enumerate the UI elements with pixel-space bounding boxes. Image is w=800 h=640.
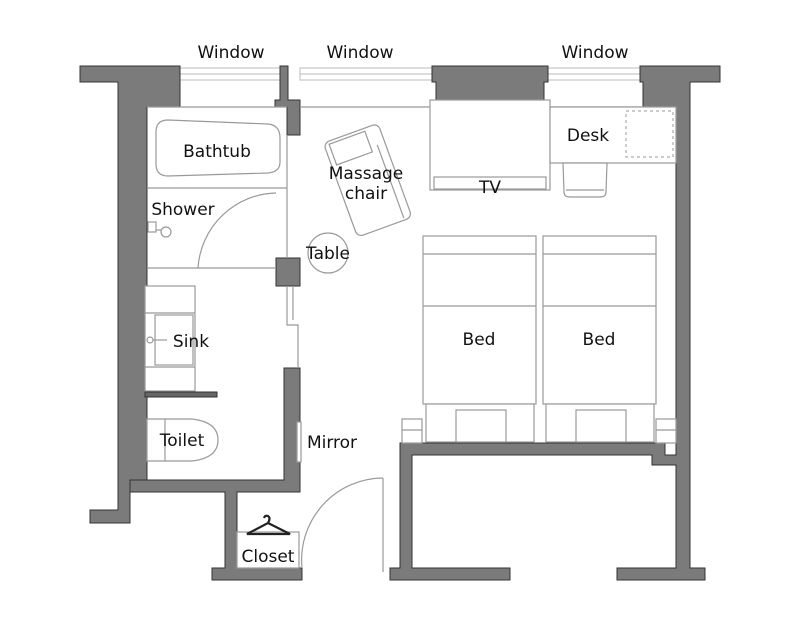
shower-door: [197, 192, 277, 269]
sliding-door: [286, 286, 299, 368]
beds: [401, 235, 677, 444]
closet-label: Closet: [242, 547, 295, 567]
bed-label-2: Bed: [583, 330, 616, 350]
hanger-icon: [246, 514, 291, 536]
windows: [179, 67, 641, 81]
mirror-label: Mirror: [307, 433, 357, 453]
entry-door: [301, 477, 384, 572]
bathtub: [155, 119, 281, 177]
desk: [549, 106, 677, 164]
bed-label-1: Bed: [463, 330, 496, 350]
window-label-right: Window: [561, 43, 628, 63]
desk-safe: [625, 110, 674, 158]
shower-head-icon: [147, 221, 172, 238]
sink-label: Sink: [173, 332, 209, 352]
living: [307, 99, 677, 274]
desk-chair: [562, 162, 608, 198]
toilet-label: Toilet: [159, 431, 205, 451]
table: [307, 232, 349, 274]
mirror: [296, 421, 302, 463]
counter-edge: [144, 391, 218, 398]
desk-label: Desk: [567, 126, 609, 146]
faucet-icon: [146, 336, 167, 344]
tv-label: TV: [478, 178, 501, 198]
window-label-center: Window: [326, 43, 393, 63]
massage-chair-label-line2: chair: [345, 184, 387, 204]
bathtub-label: Bathtub: [183, 142, 251, 162]
massage-chair: [324, 124, 412, 237]
closet: [236, 477, 384, 572]
massage-chair-label-line1: Massage: [329, 164, 403, 184]
table-label: Table: [305, 244, 350, 264]
bathroom: [144, 106, 676, 463]
window-label-left: Window: [197, 43, 264, 63]
shower-label: Shower: [151, 200, 214, 220]
